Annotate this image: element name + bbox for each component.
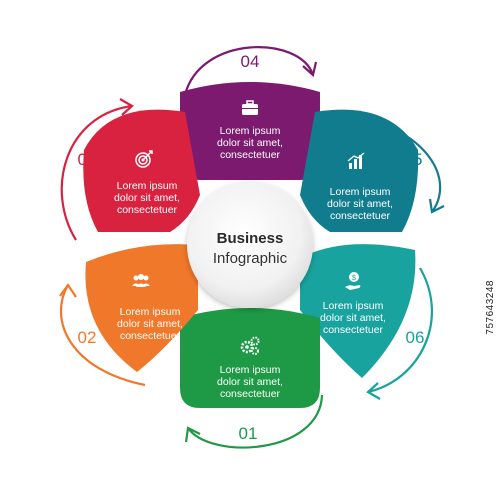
petal-04[interactable] (180, 82, 320, 180)
petal-06[interactable] (300, 244, 416, 378)
step-number-02: 02 (77, 328, 97, 347)
step-01-line1: Lorem ipsum (219, 364, 281, 376)
petal-05[interactable] (300, 109, 419, 232)
step-06-line2: dolor sit amet, (320, 312, 386, 324)
arrow-01 (184, 394, 324, 449)
step-text-01: Lorem ipsum dolor sit amet, consectetuer (195, 364, 305, 400)
petal-03[interactable] (83, 109, 200, 232)
step-04-line3: consectetuer (219, 149, 281, 161)
people-icon (132, 274, 150, 287)
step-03-line3: consectetuer (116, 204, 178, 216)
step-05-line2: dolor sit amet, (327, 198, 393, 210)
step-06-line3: consectetuer (322, 324, 384, 336)
arrow-03 (60, 98, 134, 241)
step-number-01: 01 (238, 424, 258, 443)
target-icon (135, 150, 153, 168)
petal-01[interactable] (180, 308, 320, 408)
step-text-02: Lorem ipsum dolor sit amet, consectetuer (95, 306, 205, 342)
step-05-line1: Lorem ipsum (329, 186, 391, 198)
stock-id: 757643248 (485, 280, 496, 335)
step-number-05: 05 (403, 150, 423, 169)
step-text-05: Lorem ipsum dolor sit amet, consectetuer (305, 186, 415, 222)
step-03-line1: Lorem ipsum (116, 180, 178, 192)
step-02-line1: Lorem ipsum (119, 306, 181, 318)
step-number-04: 04 (240, 52, 260, 71)
step-01-line3: consectetuer (219, 388, 281, 400)
arrow-02 (59, 283, 146, 387)
step-01-line2: dolor sit amet, (217, 376, 283, 388)
step-number-03: 03 (77, 150, 97, 169)
step-06-line1: Lorem ipsum (322, 300, 384, 312)
center-circle (187, 182, 313, 308)
step-05-line3: consectetuer (329, 210, 391, 222)
step-text-03: Lorem ipsum dolor sit amet, consectetuer (92, 180, 202, 216)
svg-text:$: $ (352, 275, 356, 282)
money-hand-icon: $ (345, 272, 361, 290)
step-04-line2: dolor sit amet, (217, 137, 283, 149)
arrow-06 (366, 267, 434, 400)
center-title: Business (216, 230, 284, 247)
bar-chart-icon (347, 152, 365, 169)
center-subtitle: Infographic (212, 250, 288, 267)
step-02-line2: dolor sit amet, (117, 318, 183, 330)
arrow-04 (183, 46, 318, 96)
step-number-06: 06 (405, 328, 425, 347)
petal-02[interactable] (85, 244, 198, 372)
gears-icon (240, 336, 260, 355)
step-03-line2: dolor sit amet, (114, 192, 180, 204)
step-04-line1: Lorem ipsum (219, 125, 281, 137)
step-02-line3: consectetuer (119, 330, 181, 342)
step-text-04: Lorem ipsum dolor sit amet, consectetuer (195, 125, 305, 161)
step-text-06: Lorem ipsum dolor sit amet, consectetuer (298, 300, 408, 336)
briefcase-icon (242, 100, 258, 115)
